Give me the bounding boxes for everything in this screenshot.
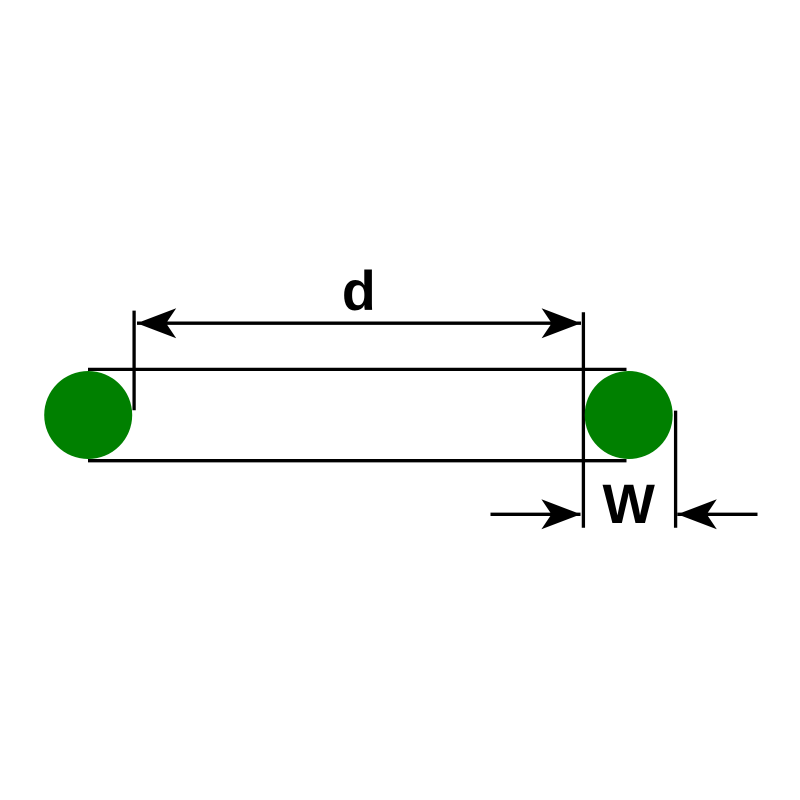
svg-text:W: W bbox=[603, 473, 656, 535]
svg-text:d: d bbox=[342, 260, 376, 322]
